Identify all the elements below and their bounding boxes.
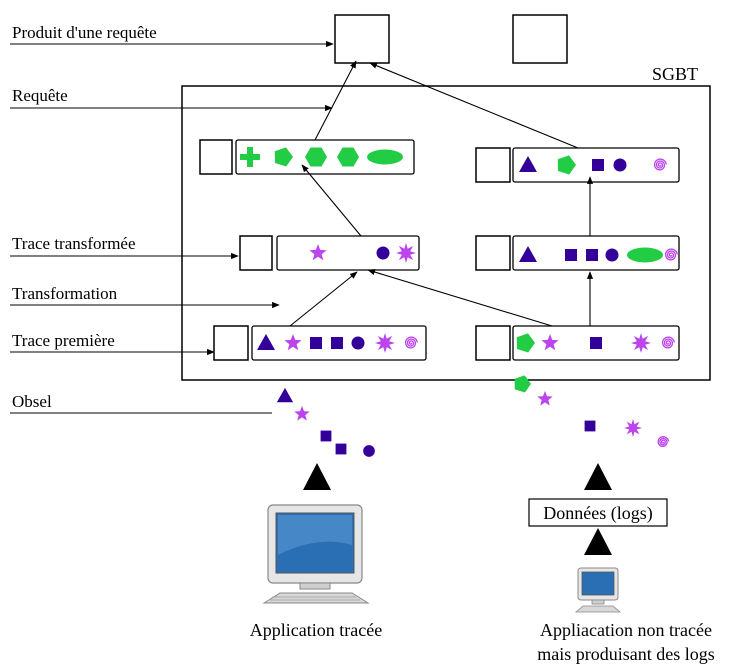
trace-header-box bbox=[475, 325, 511, 361]
trace-items-left-primary bbox=[257, 333, 418, 353]
obsel-stream bbox=[276, 375, 670, 457]
result-box-right bbox=[512, 14, 568, 64]
pentagon-icon bbox=[516, 333, 535, 353]
result-box-left bbox=[334, 14, 390, 64]
arrow-up-icon bbox=[303, 463, 331, 490]
donnees-box bbox=[528, 498, 668, 527]
burst-icon bbox=[624, 419, 642, 437]
circle-icon bbox=[363, 445, 375, 457]
trace-right-query bbox=[475, 147, 680, 183]
square-icon bbox=[592, 159, 604, 171]
ellipse-icon bbox=[367, 149, 403, 165]
hexagon-icon bbox=[305, 147, 327, 167]
trace-items-left-transformed bbox=[309, 243, 416, 263]
arrow-left-query-to-result bbox=[314, 60, 357, 141]
burst-icon bbox=[396, 243, 416, 263]
arrow-up-icon bbox=[584, 463, 612, 490]
circle-icon bbox=[376, 246, 390, 260]
arrow-primary-to-transformed-left bbox=[289, 271, 358, 327]
label-trace-premiere: Trace première bbox=[12, 331, 115, 350]
app-tracee-label: Application tracée bbox=[250, 620, 382, 640]
star-icon bbox=[541, 334, 559, 351]
spiral-icon bbox=[661, 336, 675, 349]
sgbt-container bbox=[181, 85, 711, 381]
ellipse-icon bbox=[627, 247, 663, 263]
trace-items-left-query bbox=[240, 147, 403, 167]
burst-icon bbox=[631, 333, 651, 353]
label-produit: Produit d'une requête bbox=[12, 23, 157, 42]
trace-header-box bbox=[239, 235, 273, 271]
star-icon bbox=[294, 405, 310, 421]
burst-icon bbox=[375, 333, 395, 353]
circle-icon bbox=[605, 248, 619, 262]
trace-header-box bbox=[475, 235, 511, 271]
computer-icon bbox=[574, 567, 622, 613]
arrow-primary-right-to-transformed-left bbox=[367, 269, 553, 327]
trace-header-box bbox=[199, 139, 233, 175]
obsel-stream-left bbox=[276, 387, 375, 457]
square-icon bbox=[310, 337, 322, 349]
square-icon bbox=[590, 337, 602, 349]
square-icon bbox=[331, 337, 343, 349]
trace-header-box bbox=[213, 325, 249, 361]
hexagon-icon bbox=[337, 147, 359, 167]
trace-items-right-query bbox=[519, 155, 667, 175]
triangle-icon bbox=[519, 156, 537, 172]
pentagon-icon bbox=[557, 155, 576, 175]
obsel-stream-right bbox=[514, 375, 670, 448]
trace-items-right-primary bbox=[516, 333, 675, 353]
star-icon bbox=[537, 390, 553, 406]
app-non-tracee-label-1: Appliacation non tracée bbox=[540, 620, 712, 640]
spiral-icon bbox=[657, 436, 670, 448]
donnees-label: Données (logs) bbox=[543, 503, 652, 524]
square-icon bbox=[586, 249, 598, 261]
label-requete: Requête bbox=[12, 86, 68, 105]
star-icon bbox=[284, 334, 302, 351]
pentagon-icon bbox=[514, 375, 531, 393]
triangle-icon bbox=[519, 246, 537, 262]
pentagon-icon bbox=[274, 147, 293, 167]
star-icon bbox=[309, 244, 327, 261]
spiral-icon bbox=[404, 336, 418, 349]
trace-header-box bbox=[475, 147, 511, 183]
spiral-icon bbox=[653, 158, 667, 171]
square-icon bbox=[320, 430, 332, 442]
arrow-right-query-to-result bbox=[369, 62, 579, 149]
arrow-transformed-to-query-left bbox=[301, 164, 362, 237]
label-trace-transformee: Trace transformée bbox=[12, 234, 136, 253]
label-transformation: Transformation bbox=[12, 284, 118, 303]
plus-icon bbox=[240, 147, 260, 167]
trace-items-right-transformed bbox=[519, 246, 678, 263]
label-obsel: Obsel bbox=[12, 392, 52, 411]
trace-left-transformed bbox=[239, 235, 420, 271]
arrow-up-icon bbox=[584, 528, 612, 555]
trace-tape bbox=[276, 235, 420, 271]
circle-icon bbox=[351, 336, 365, 350]
circle-icon bbox=[613, 158, 627, 172]
square-icon bbox=[584, 420, 596, 432]
trace-symbols bbox=[240, 147, 678, 353]
triangle-icon bbox=[257, 334, 275, 350]
square-icon bbox=[565, 249, 577, 261]
spiral-icon bbox=[664, 248, 678, 261]
square-icon bbox=[335, 443, 347, 455]
computer-icon bbox=[262, 504, 370, 604]
app-non-tracee-label-2: mais produisant des logs bbox=[537, 644, 715, 664]
triangle-icon bbox=[276, 387, 294, 403]
sgbt-label: SGBT bbox=[652, 64, 698, 84]
